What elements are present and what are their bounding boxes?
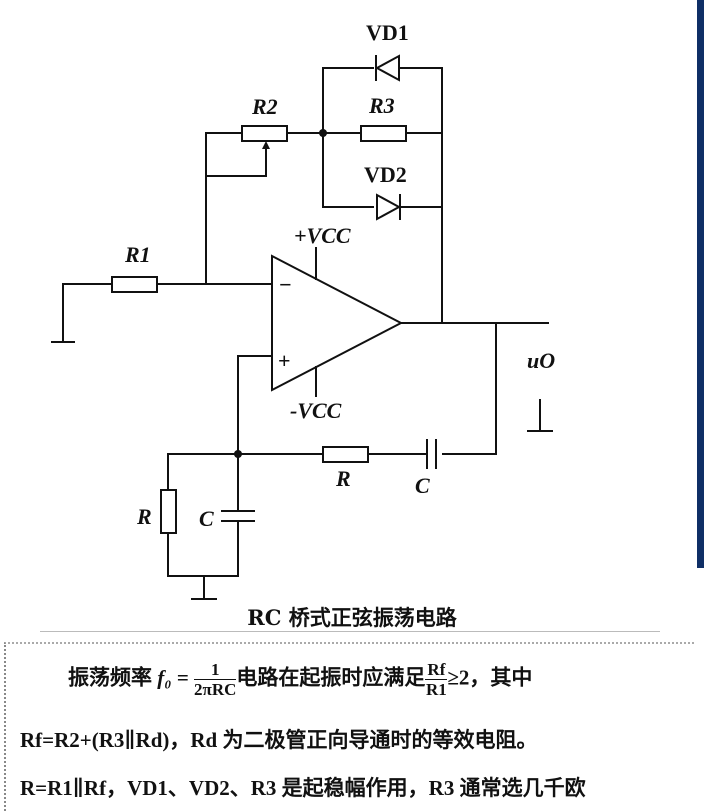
desc-gain-den: R1: [426, 680, 447, 699]
resistor-r3: [360, 125, 407, 142]
circuit-diagram: VD1 R2 R3 VD2 R1 +VCC -VCC − + uO R C R …: [51, 20, 555, 600]
resistor-r1: [111, 276, 158, 293]
desc-f0: f₀: [157, 665, 172, 690]
resistor-r-series: [322, 446, 369, 463]
capacitor-c-series: [426, 439, 437, 469]
r2-wiper-arrow: [262, 141, 270, 149]
input-wires: [51, 283, 273, 343]
resistor-r2: [241, 125, 288, 142]
capacitor-c-shunt: [221, 510, 255, 522]
output-wires: [400, 322, 553, 455]
label-r3: R3: [368, 93, 395, 118]
label-vd2: VD2: [364, 162, 407, 187]
desc-gain-num: Rf: [425, 660, 448, 680]
diode-vd1: [374, 54, 400, 82]
label-vcc-neg: -VCC: [290, 398, 342, 423]
desc-line1-b: 电路在起振时应满足: [236, 665, 426, 690]
diode-vd2: [376, 193, 402, 221]
label-vcc-pos: +VCC: [294, 223, 351, 248]
desc-line-3: R=R1∥Rf，VD1、VD2、R3 是起稳幅作用，R3 通常选几千欧: [20, 776, 586, 800]
desc-line-2: Rf=R2+(R3∥Rd)，Rd 为二极管正向导通时的等效电阻。: [20, 728, 538, 752]
op-amp: [271, 254, 404, 392]
label-r-series: R: [335, 466, 351, 491]
desc-eq: =: [171, 665, 195, 690]
desc-freq-num: 1: [194, 660, 237, 680]
label-uo: uO: [527, 348, 555, 373]
label-vd1: VD1: [366, 20, 409, 45]
rc-network-wires: [167, 355, 426, 600]
label-minus: −: [279, 272, 292, 297]
label-r-shunt: R: [136, 504, 152, 529]
resistor-r-shunt: [160, 489, 177, 534]
feedback-wires: [205, 67, 443, 324]
figure-caption: RC 桥式正弦振荡电路: [247, 605, 457, 630]
label-plus: +: [278, 348, 291, 373]
edge-bar: [697, 0, 704, 568]
label-c-shunt: C: [199, 506, 214, 531]
caption-divider: [40, 631, 660, 632]
label-r2: R2: [251, 94, 278, 119]
desc-line1-a: 振荡频率: [68, 665, 158, 690]
desc-freq-den: 2πRC: [194, 680, 237, 699]
label-c-series: C: [415, 473, 430, 498]
label-r1: R1: [124, 242, 151, 267]
desc-line1-c: ≥2，其中: [447, 665, 533, 690]
